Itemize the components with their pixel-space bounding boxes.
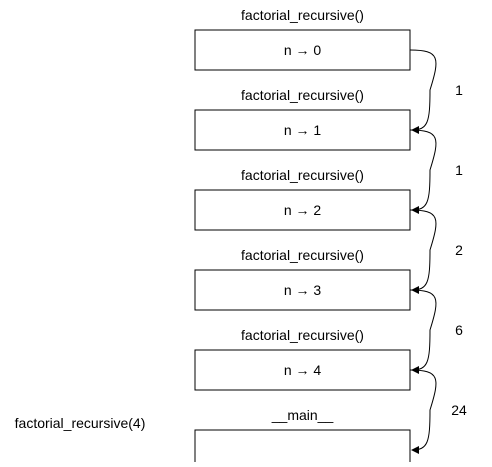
stack-frame: __main__ (194, 407, 411, 467)
frame-box (194, 189, 411, 231)
stack-frame: factorial_recursive()n → 2 (194, 167, 411, 231)
stack-frame: factorial_recursive()n → 0 (194, 7, 411, 71)
frame-title: __main__ (271, 407, 334, 423)
frame-title: factorial_recursive() (241, 327, 364, 343)
stack-frame: factorial_recursive()n → 1 (194, 87, 411, 151)
return-arrow (409, 209, 437, 294)
return-arrow (409, 289, 437, 374)
frame-variable: n → 2 (284, 202, 322, 218)
frame-box (194, 429, 411, 467)
frame-box (194, 109, 411, 151)
frame-variable: n → 0 (284, 42, 322, 58)
frame-box (194, 349, 411, 391)
frame-variable: n → 3 (284, 282, 322, 298)
return-value: 1 (455, 82, 463, 98)
frame-box (194, 29, 411, 71)
frame-title: factorial_recursive() (241, 167, 364, 183)
stack-frame: factorial_recursive()n → 3 (194, 247, 411, 311)
frame-variable: n → 4 (284, 362, 322, 378)
frame-title: factorial_recursive() (241, 87, 364, 103)
stack-frame: factorial_recursive()n → 4 (194, 327, 411, 391)
return-arrow (409, 129, 437, 214)
return-value: 6 (455, 322, 463, 338)
frame-variable: n → 1 (284, 122, 322, 138)
frame-box (194, 269, 411, 311)
return-arrow (409, 369, 437, 454)
return-value: 2 (455, 242, 463, 258)
initial-call-label: factorial_recursive(4) (15, 415, 146, 431)
frame-title: factorial_recursive() (241, 247, 364, 263)
return-value: 1 (455, 162, 463, 178)
return-arrow (409, 49, 437, 134)
return-value: 24 (451, 402, 467, 418)
frame-title: factorial_recursive() (241, 7, 364, 23)
